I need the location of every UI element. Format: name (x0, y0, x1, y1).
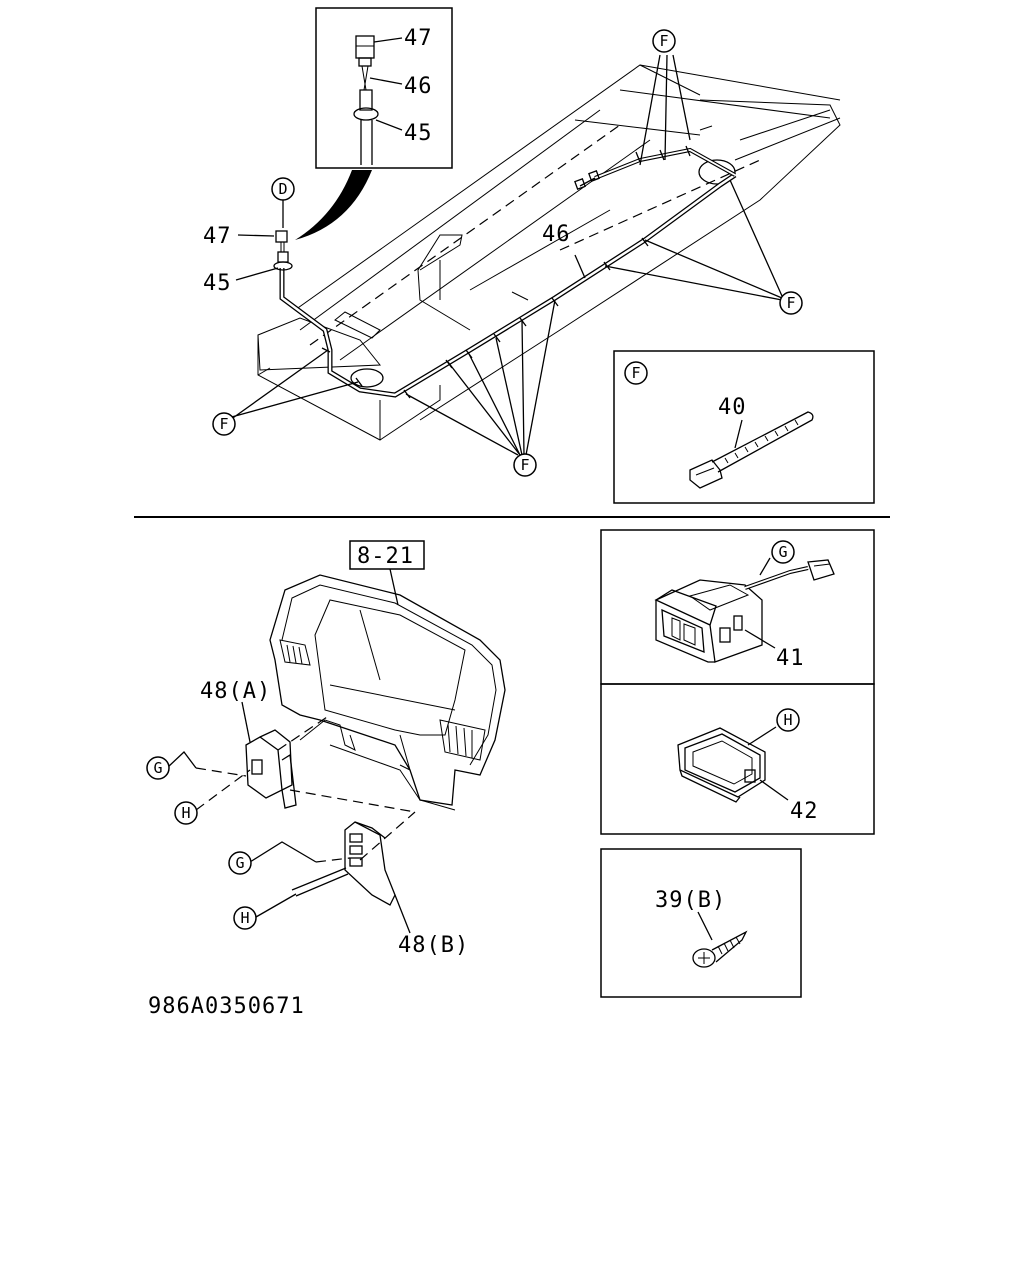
detail-arrow (295, 170, 372, 240)
svg-text:H: H (240, 909, 249, 927)
svg-text:F: F (631, 364, 640, 382)
svg-text:G: G (235, 854, 244, 872)
ref-page-box: 8-21 (349, 540, 425, 606)
label-45-inset: 45 (404, 121, 433, 146)
svg-text:D: D (278, 180, 287, 198)
callout-g: G (228, 851, 252, 875)
callout-h: H (174, 801, 198, 825)
label-39b: 39(B) (655, 888, 726, 913)
label-47-inset: 47 (404, 26, 433, 51)
callout-h: H (233, 906, 257, 930)
inset-connector-detail (315, 7, 453, 169)
label-47: 47 (203, 224, 232, 249)
callout-f: F (212, 412, 236, 436)
callout-f: F (779, 291, 803, 315)
bezel-42-detail-box: H (600, 683, 875, 835)
ref-page-label: 8-21 (357, 544, 414, 569)
callout-d: D (271, 177, 295, 201)
switch-48b (344, 821, 411, 934)
floor-panel-drawing (257, 64, 841, 441)
switch-41-detail-box: G (600, 529, 875, 685)
svg-text:G: G (153, 759, 162, 777)
cable-tie-detail-box: F 40 (613, 350, 875, 504)
screw-39b-detail-box (600, 848, 802, 998)
label-46: 46 (542, 222, 571, 247)
callout-f: F (652, 29, 676, 53)
callout-f: F (513, 453, 537, 477)
label-48a: 48(A) (200, 679, 271, 704)
svg-text:F: F (219, 415, 228, 433)
label-40: 40 (718, 395, 747, 420)
label-48b: 48(B) (398, 933, 469, 958)
connection-lines (167, 714, 416, 918)
label-41: 41 (776, 646, 805, 671)
label-46-inset: 46 (404, 74, 433, 99)
callout-g: G (146, 756, 170, 780)
svg-text:F: F (786, 294, 795, 312)
svg-text:F: F (520, 456, 529, 474)
figure-code: 986A0350671 (148, 994, 305, 1019)
svg-text:H: H (783, 711, 792, 729)
wire-harness (273, 145, 737, 399)
switch-48a (241, 701, 297, 809)
svg-text:H: H (181, 804, 190, 822)
label-45: 45 (203, 271, 232, 296)
svg-text:G: G (778, 543, 787, 561)
label-42: 42 (790, 799, 819, 824)
svg-text:F: F (659, 32, 668, 50)
callout-leaders-top (227, 54, 783, 456)
instrument-panel-drawing (269, 574, 506, 811)
